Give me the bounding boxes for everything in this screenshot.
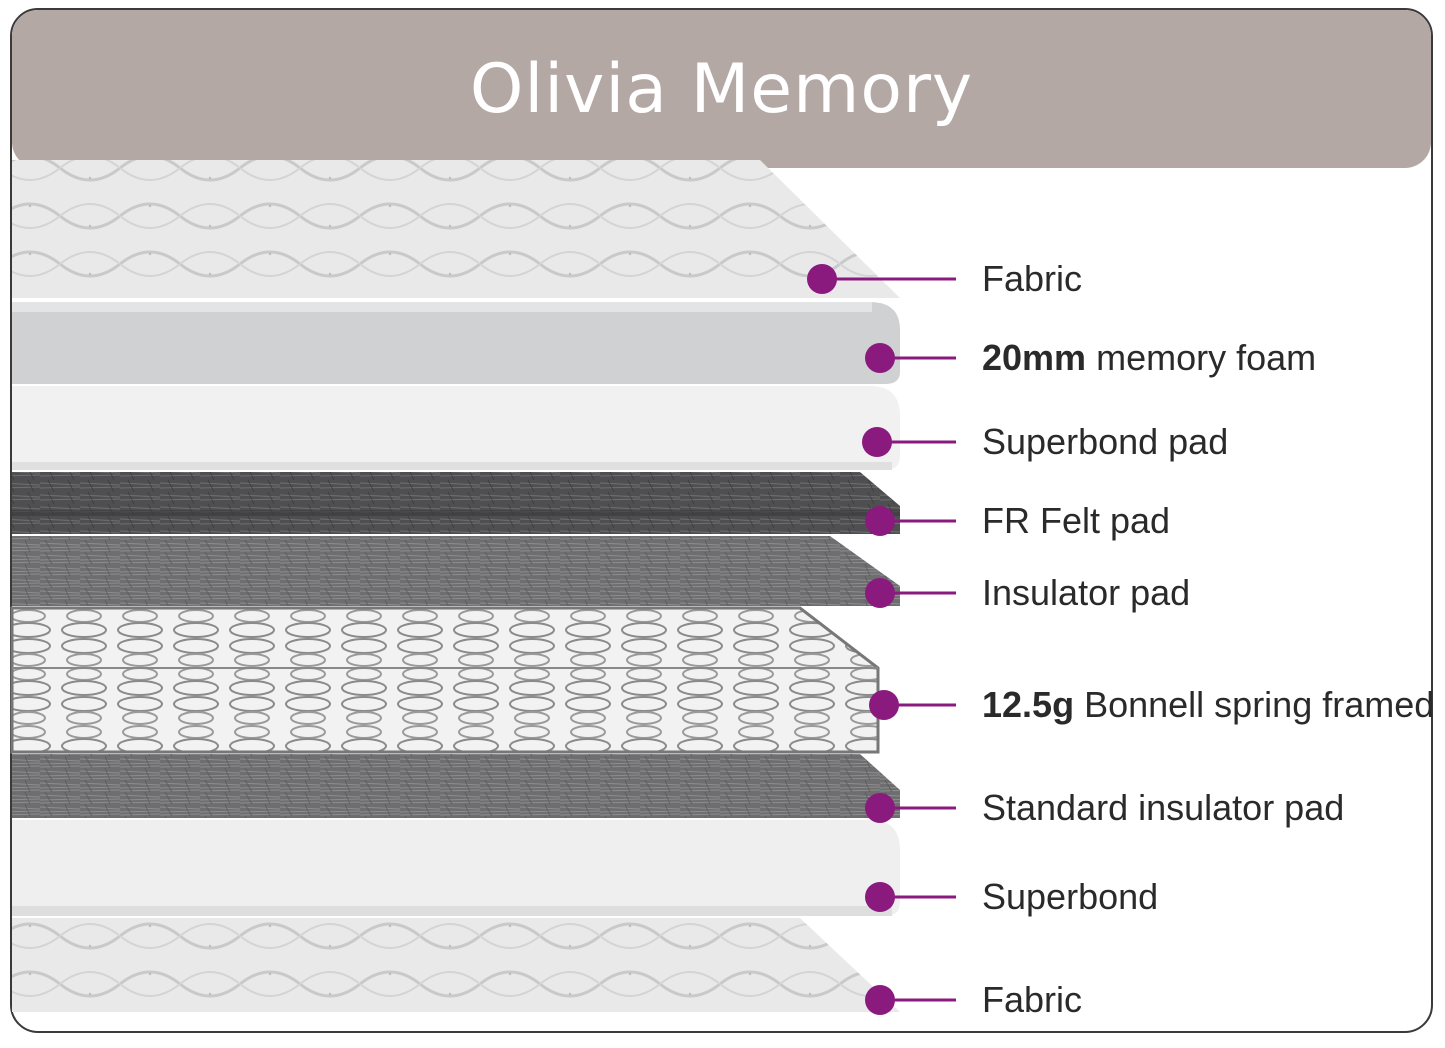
callout-markers <box>807 264 956 1015</box>
label-fabric-top: Fabric <box>982 258 1082 300</box>
layer-memory-foam <box>12 302 900 384</box>
label-superbond: Superbond <box>982 876 1158 918</box>
callout-dot-memory-foam <box>865 343 895 373</box>
callout-dot-fabric-top <box>807 264 837 294</box>
label-text-superbond: Superbond <box>982 876 1159 917</box>
label-text-memory-foam: memory foam <box>1096 337 1317 378</box>
label-memory-foam: 20mm memory foam <box>982 337 1316 379</box>
callout-dot-standard-insulator-pad <box>865 793 895 823</box>
layer-bonnell-spring <box>12 608 878 752</box>
label-text-superbond-pad: Superbond pad <box>982 421 1229 462</box>
callout-dot-insulator-pad <box>865 578 895 608</box>
label-bonnell-spring: 12.5g Bonnell spring framed <box>982 684 1434 726</box>
layer-standard-insulator-pad <box>12 754 900 818</box>
layer-superbond <box>12 820 900 916</box>
label-text-standard-insulator-pad: Standard insulator pad <box>982 787 1345 828</box>
label-standard-insulator-pad: Standard insulator pad <box>982 787 1344 829</box>
callout-dot-superbond <box>865 882 895 912</box>
label-superbond-pad: Superbond pad <box>982 421 1228 463</box>
callout-dot-bonnell-spring <box>869 690 899 720</box>
label-text-insulator-pad: Insulator pad <box>982 572 1191 613</box>
callout-dot-fr-felt-pad <box>865 506 895 536</box>
layer-fabric-top <box>12 160 900 298</box>
layer-fabric-bottom <box>12 918 900 1012</box>
page-title: Olivia Memory <box>469 49 974 129</box>
label-bold-bonnell-spring: 12.5g <box>982 684 1075 725</box>
label-fr-felt-pad: FR Felt pad <box>982 500 1170 542</box>
label-text-fabric-bottom: Fabric <box>982 979 1083 1020</box>
callout-dot-superbond-pad <box>862 427 892 457</box>
label-bold-memory-foam: 20mm <box>982 337 1087 378</box>
layer-fr-felt-pad <box>12 472 900 534</box>
layer-insulator-pad <box>12 536 900 606</box>
label-text-bonnell-spring: Bonnell spring framed <box>1084 684 1435 725</box>
label-fabric-bottom: Fabric <box>982 979 1082 1021</box>
label-text-fabric-top: Fabric <box>982 258 1083 299</box>
label-text-fr-felt-pad: FR Felt pad <box>982 500 1171 541</box>
layer-superbond-pad <box>12 386 900 470</box>
callout-dot-fabric-bottom <box>865 985 895 1015</box>
title-banner: Olivia Memory <box>12 10 1431 168</box>
label-insulator-pad: Insulator pad <box>982 572 1190 614</box>
